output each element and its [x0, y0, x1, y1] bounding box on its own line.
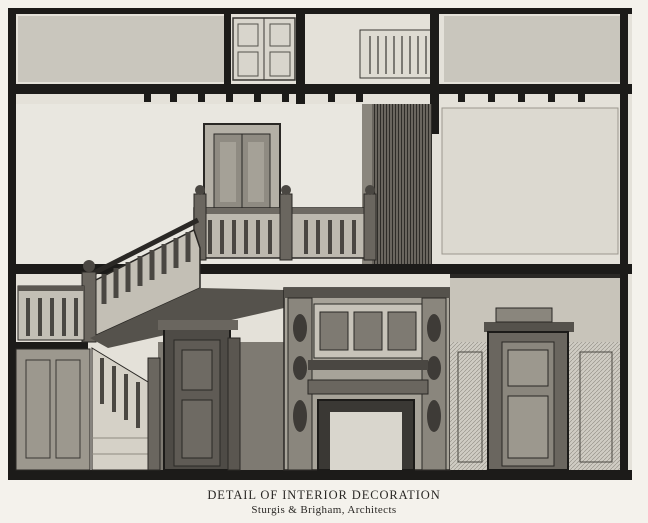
section-frame: [8, 8, 632, 480]
caption-credit: Sturgis & Brigham, Architects: [251, 504, 397, 516]
hall-door-right: [484, 307, 574, 471]
upper-floor-section: [18, 16, 624, 82]
hall-door-left: [147, 320, 241, 471]
landing-balustrade: [193, 185, 377, 261]
lower-stair-flight: [91, 347, 159, 471]
left-balustrade: [17, 285, 85, 341]
main-staircase: [81, 217, 284, 348]
fireplace-mantel: [283, 287, 451, 471]
interior-elevation-drawing: [8, 8, 632, 480]
caption-title: DETAIL OF INTERIOR DECORATION: [207, 488, 441, 502]
landing-door: [203, 123, 281, 213]
